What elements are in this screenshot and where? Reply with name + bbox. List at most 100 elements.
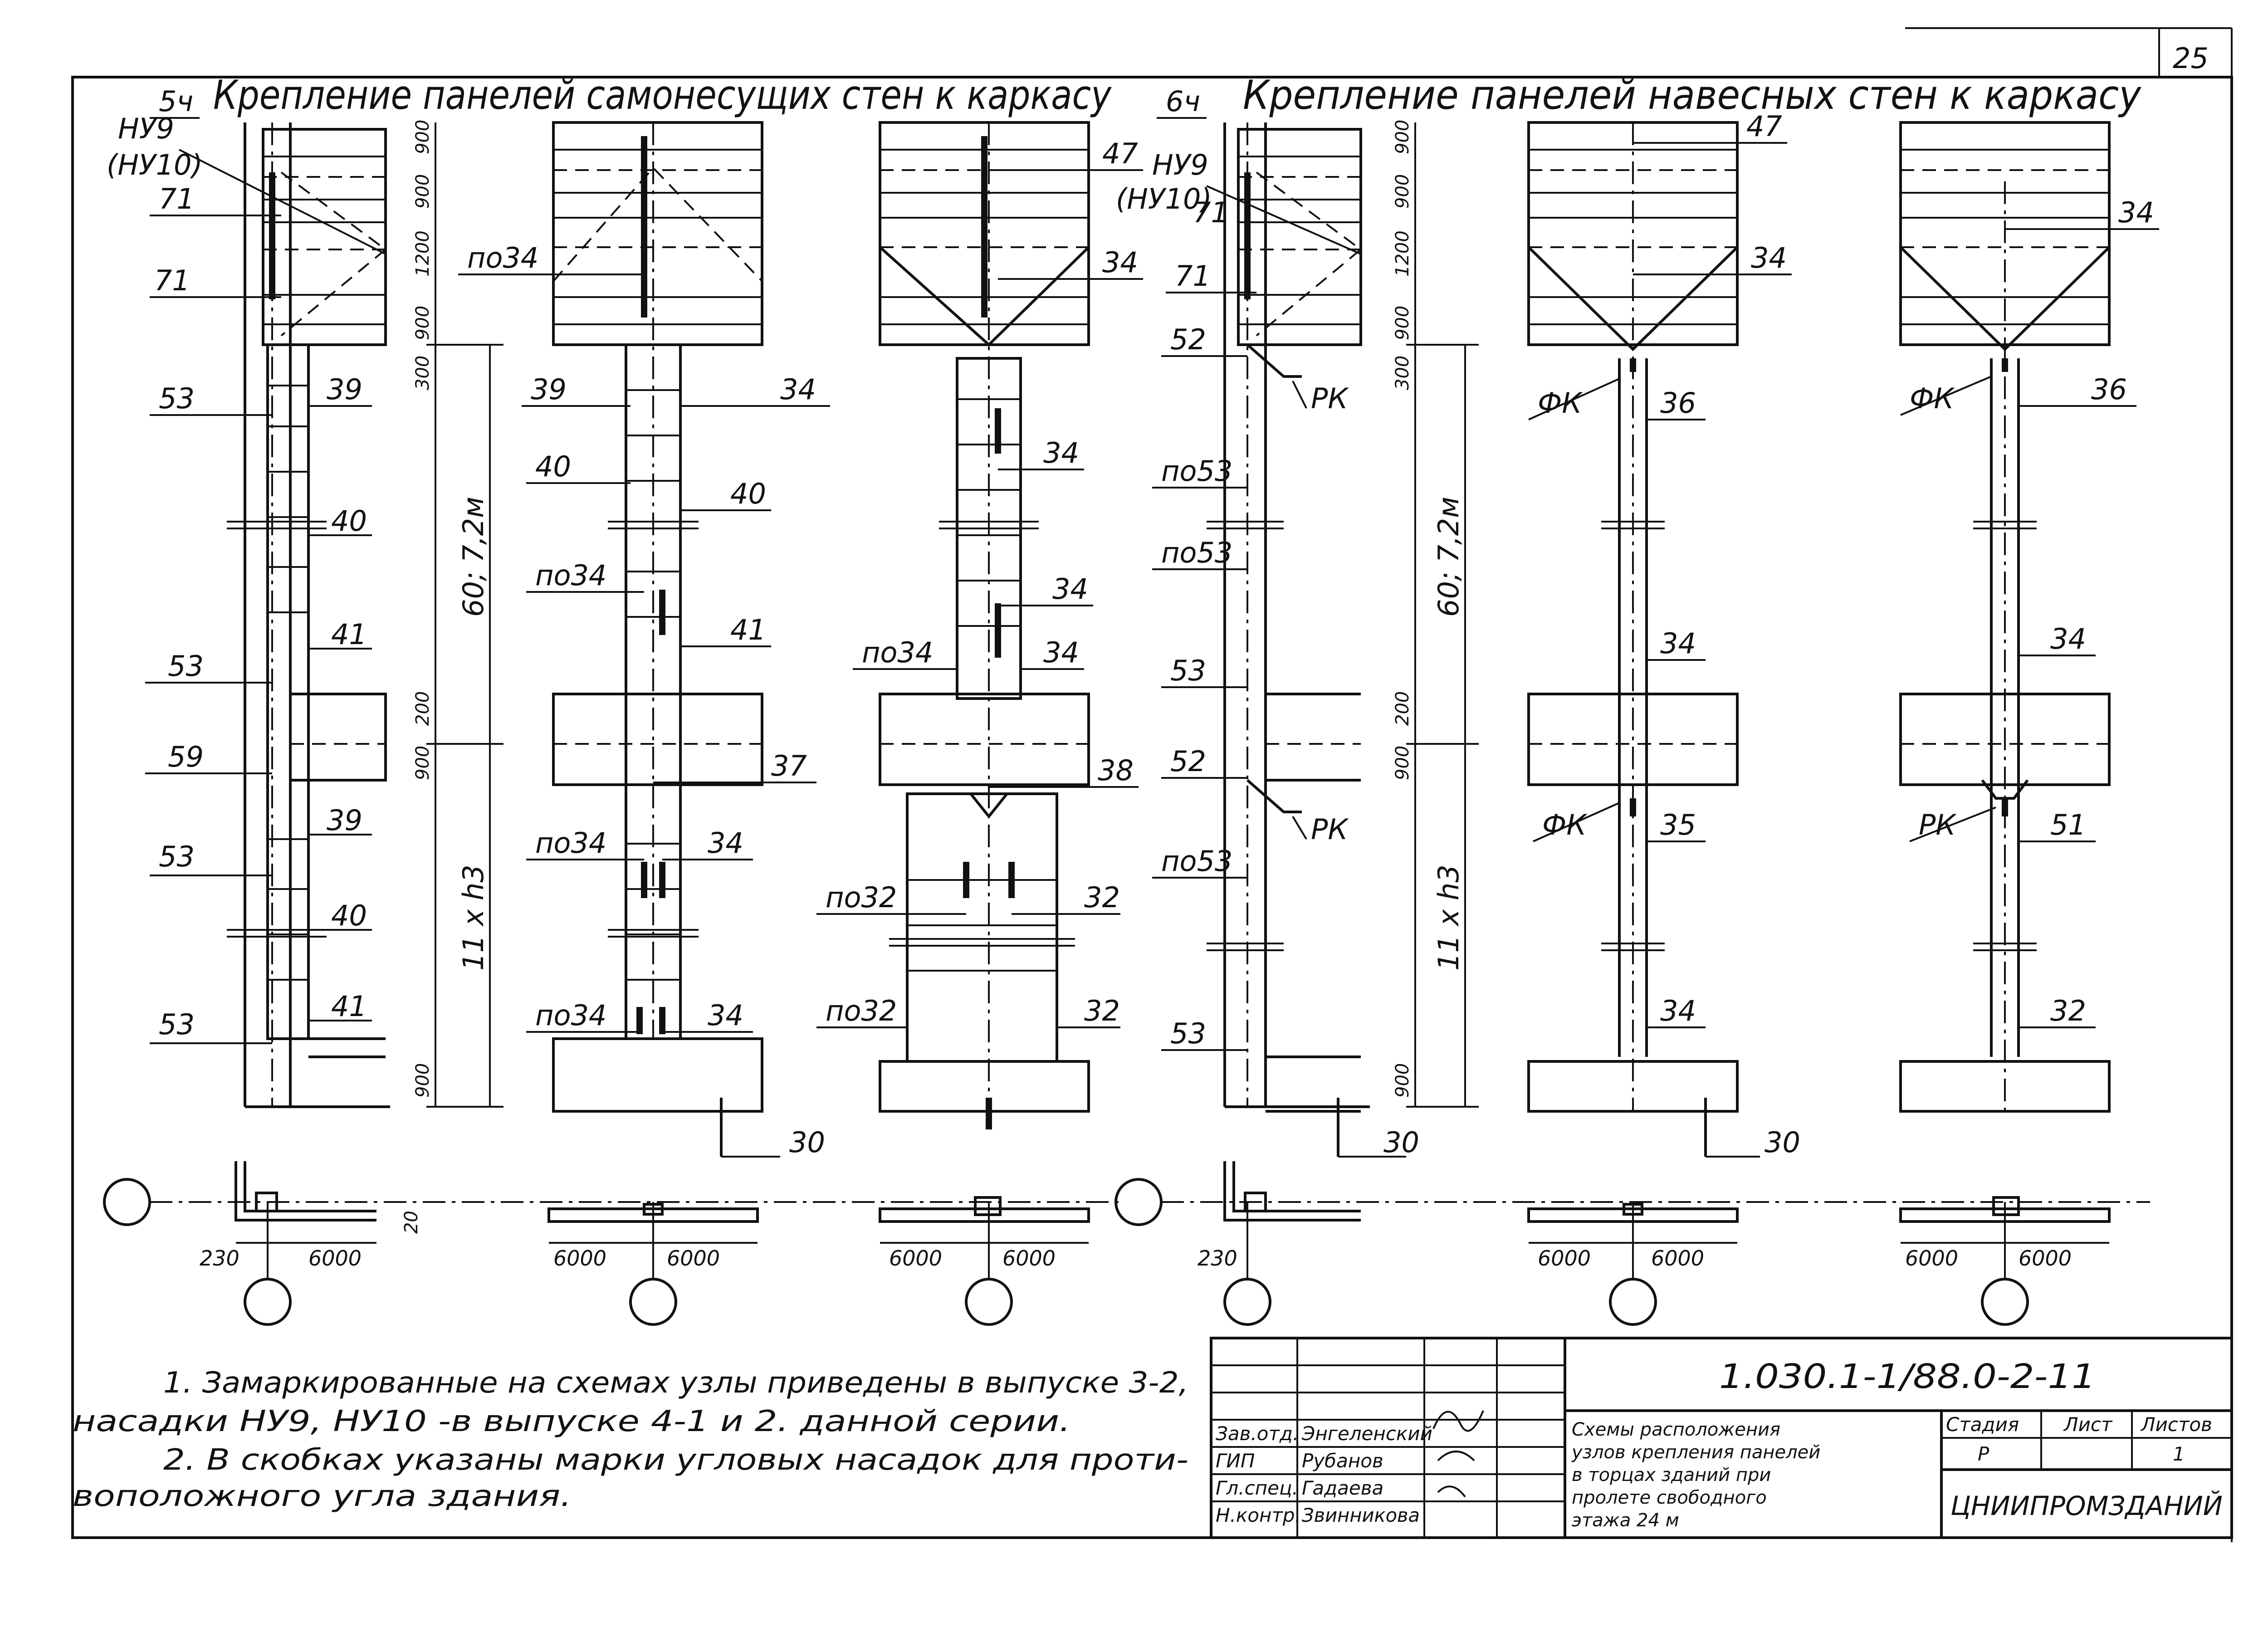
label-c1-71a: 71 xyxy=(159,182,195,215)
dim-plan6-6000b: 6000 xyxy=(2019,1246,2072,1271)
label-c3-38: 38 xyxy=(1098,754,1134,787)
label-c1-59: 59 xyxy=(168,740,204,773)
label-c1-39b: 39 xyxy=(327,804,362,837)
title-sheets-label: Листов xyxy=(2140,1413,2212,1436)
dim-c1-900d: 900 xyxy=(412,746,433,780)
leader-c6-fk xyxy=(1900,376,1992,416)
label-c1-41b: 41 xyxy=(331,990,367,1023)
title-role-4: Н.контр. xyxy=(1216,1504,1301,1526)
label-c4-30: 30 xyxy=(1383,1126,1419,1159)
label-c5-34c: 34 xyxy=(1660,994,1696,1027)
label-c6-36: 36 xyxy=(2091,373,2127,406)
title-desc-5: этажа 24 м xyxy=(1572,1510,1679,1531)
dim-c1-900b: 900 xyxy=(412,174,433,209)
label-c3-po32b: по32 xyxy=(826,994,897,1027)
label-c4-po53b: по53 xyxy=(1161,536,1232,569)
label-c3-34d: 34 xyxy=(1043,636,1079,669)
dim-c4-1200: 1200 xyxy=(1392,230,1413,277)
dim-plan2-6000a: 6000 xyxy=(553,1246,606,1271)
leader-c4-nu9 xyxy=(1206,185,1361,255)
column-5 xyxy=(1527,121,1760,1158)
title-name-1: Энгеленский xyxy=(1301,1422,1432,1445)
label-c4-53a: 53 xyxy=(1170,654,1206,687)
label-c4-52b: 52 xyxy=(1170,745,1206,778)
dim-plan3-6000a: 6000 xyxy=(889,1246,942,1271)
title-desc-4: пролете свободного xyxy=(1572,1487,1767,1508)
dim-c1-200: 200 xyxy=(412,691,433,726)
label-c4-rk-a: РК xyxy=(1311,382,1349,415)
label-c3-47: 47 xyxy=(1102,137,1138,170)
label-c6-34a: 34 xyxy=(2118,196,2154,229)
dim-plan1-6000: 6000 xyxy=(308,1246,362,1271)
sheet-number: 25 xyxy=(2173,42,2209,75)
leader-c5-fk-b xyxy=(1533,802,1620,842)
label-c6-34b: 34 xyxy=(2050,622,2086,655)
label-c3-po32a: по32 xyxy=(826,881,897,914)
label-c1-39a: 39 xyxy=(327,373,362,406)
title-desc-2: узлов крепления панелей xyxy=(1571,1442,1820,1463)
label-c5-fk-a: ФК xyxy=(1538,386,1583,420)
label-c4-rk-b: РК xyxy=(1311,813,1349,846)
label-c5-30: 30 xyxy=(1765,1126,1800,1159)
column-6 xyxy=(1899,121,2111,1113)
label-c1-53c: 53 xyxy=(159,840,195,873)
plan-strip xyxy=(103,1161,2150,1326)
dim-plan3-6000b: 6000 xyxy=(1002,1246,1056,1271)
title-organization: ЦНИИПРОМЗДАНИЙ xyxy=(1950,1490,2223,1521)
dim-plan5-6000b: 6000 xyxy=(1651,1246,1704,1271)
label-c2-34b: 34 xyxy=(708,826,743,860)
dim-c4-900c: 900 xyxy=(1392,306,1413,340)
note-line-3: 2. В скобках указаны марки угловых насад… xyxy=(163,1443,1188,1477)
label-c3-32b: 32 xyxy=(1084,994,1120,1027)
label-c4-po53a: по53 xyxy=(1161,454,1232,488)
label-c3-34b: 34 xyxy=(1043,436,1079,469)
label-c2-40a: 40 xyxy=(535,450,571,483)
title-role-3: Гл.спец. xyxy=(1216,1477,1298,1499)
label-c1-41a: 41 xyxy=(331,618,367,651)
title-name-4: Звинникова xyxy=(1302,1504,1420,1526)
dim-c4-900e: 900 xyxy=(1392,1063,1413,1098)
label-c3-34a: 34 xyxy=(1102,246,1138,279)
title-sheets: 1 xyxy=(2173,1443,2185,1465)
dim-c4-900a: 900 xyxy=(1392,120,1413,154)
label-c6-51: 51 xyxy=(2050,808,2086,841)
note-line-2: насадки НУ9, НУ10 -в выпуске 4-1 и 2. да… xyxy=(73,1405,1070,1438)
title-stage-label: Стадия xyxy=(1946,1413,2019,1436)
leader-c5-fk-a xyxy=(1528,378,1620,420)
title-block xyxy=(1210,1337,2233,1539)
dim-plan1-20: 20 xyxy=(401,1211,422,1234)
title-role-1: Зав.отд. xyxy=(1216,1422,1299,1445)
dim-c1-900a: 900 xyxy=(412,120,433,154)
label-c1-71b: 71 xyxy=(154,264,190,297)
header-left-number: 5ч xyxy=(159,85,193,118)
title-desc-3: в торцах зданий при xyxy=(1572,1465,1771,1486)
label-c3-34c: 34 xyxy=(1052,572,1088,606)
title-stage: Р xyxy=(1978,1443,1989,1465)
leader-nu9 xyxy=(179,149,386,255)
leader-c4-rk-a xyxy=(1292,381,1307,409)
label-nu9: НУ9 xyxy=(118,112,174,145)
label-c1-53a: 53 xyxy=(159,382,195,415)
label-c1-53d: 53 xyxy=(159,1008,195,1041)
title-name-2: Рубанов xyxy=(1302,1450,1383,1472)
label-c1-53b: 53 xyxy=(168,650,204,683)
dim-plan2-6000b: 6000 xyxy=(667,1246,720,1271)
label-c4-71b: 71 xyxy=(1175,259,1211,293)
column-4 xyxy=(1207,122,1479,1158)
dim-c1-11: 11 x h3 xyxy=(457,865,490,971)
label-c2-34a: 34 xyxy=(780,373,816,406)
label-c1-40b: 40 xyxy=(331,899,367,932)
header-right: Крепление панелей навесных стен к каркас… xyxy=(1243,72,2142,118)
label-c2-41: 41 xyxy=(730,613,766,646)
label-c5-36: 36 xyxy=(1660,386,1696,420)
dim-c1-1200: 1200 xyxy=(412,230,433,277)
label-c2-40b: 40 xyxy=(730,477,766,510)
header-right-number: 6ч xyxy=(1166,85,1200,118)
dim-c4-900d: 900 xyxy=(1392,746,1413,780)
header-left: Крепление панелей самонесущих стен к кар… xyxy=(213,72,1112,118)
dim-c1-60: 60; 7,2м xyxy=(457,497,490,617)
title-name-3: Гадаева xyxy=(1302,1477,1383,1499)
label-c4-53b: 53 xyxy=(1170,1017,1206,1050)
column-2 xyxy=(552,121,780,1158)
title-code: 1.030.1-1/88.0-2-11 xyxy=(1719,1357,2096,1396)
